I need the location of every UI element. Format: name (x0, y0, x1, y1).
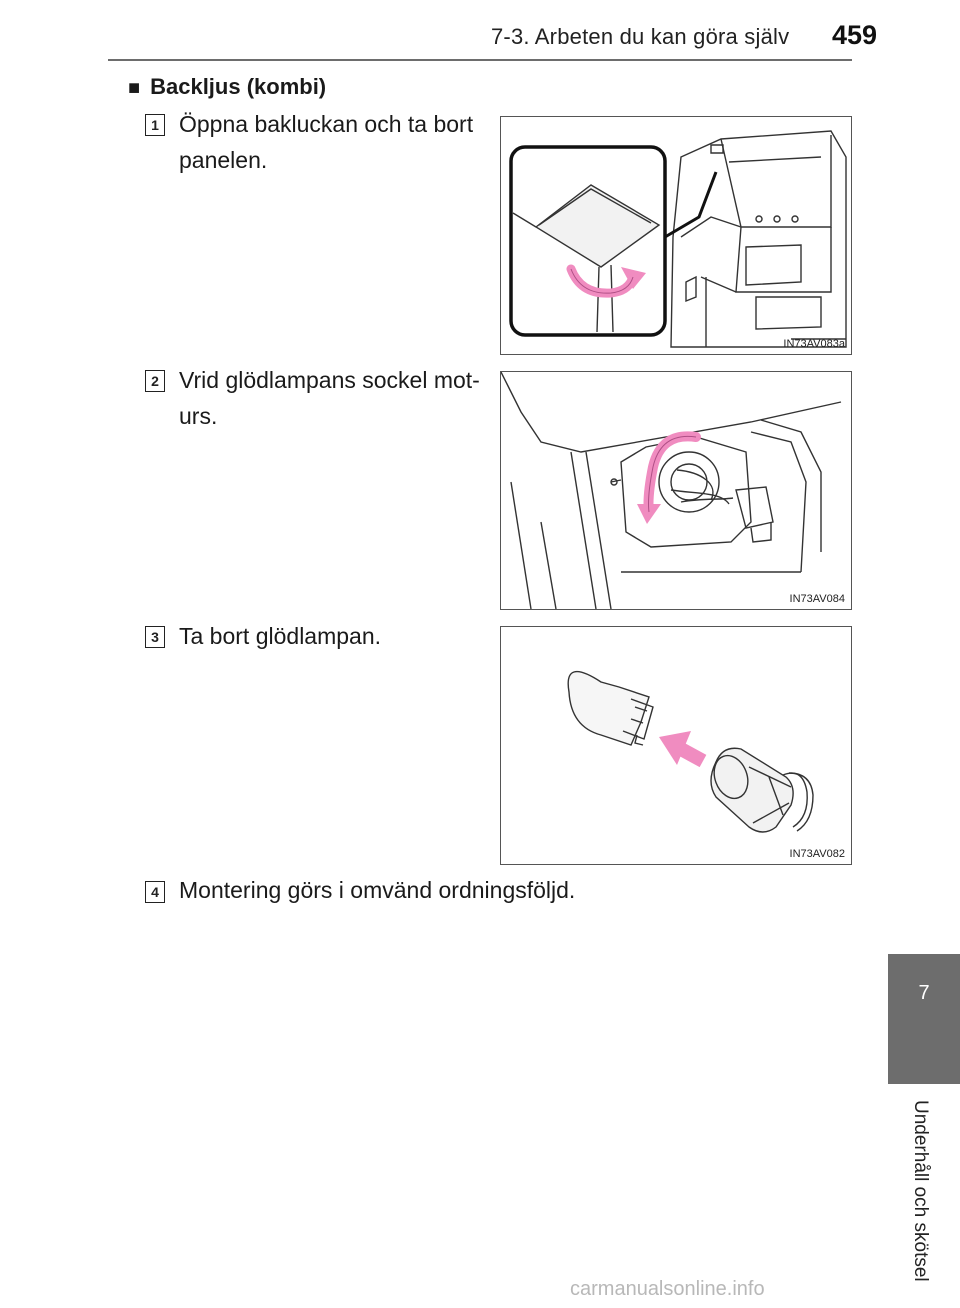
section-title: Backljus (kombi) (150, 74, 327, 99)
figure-turn-socket: IN73AV084 (500, 371, 852, 610)
header-divider (108, 59, 852, 61)
chapter-title: Underhåll och skötsel (910, 1100, 931, 1282)
chapter-tab: 7 (888, 954, 960, 1084)
socket-illustration (501, 372, 842, 609)
step-number-badge: 3 (145, 626, 165, 648)
step-text: Ta bort glödlampan. (179, 618, 381, 654)
step-number-badge: 1 (145, 114, 165, 136)
step-number-badge: 4 (145, 881, 165, 903)
step-line: panelen. (179, 147, 268, 173)
tailgate-illustration (509, 130, 847, 348)
step-number-badge: 2 (145, 370, 165, 392)
bulb-illustration (567, 670, 814, 833)
step-line: Vrid glödlampans sockel mot- (179, 367, 480, 393)
step-line: Ta bort glödlampan. (179, 623, 382, 649)
step-line: urs. (179, 403, 218, 429)
figure-code: IN73AV084 (789, 593, 845, 605)
chapter-title-vertical: Underhåll och skötsel (900, 1100, 940, 1300)
page-number: 459 (832, 20, 878, 50)
step-line: Montering görs i omvänd ordningsföljd. (179, 877, 576, 903)
figure-remove-bulb: IN73AV082 (500, 626, 852, 865)
step-text: Montering görs i omvänd ordningsföljd. (179, 872, 575, 908)
figure-open-tailgate: IN73AV083a (500, 116, 852, 355)
step-text: Vrid glödlampans sockel mot- urs. (179, 362, 480, 434)
watermark: carmanualsonline.info (570, 1278, 765, 1300)
square-bullet-icon: ■ (128, 77, 141, 99)
section-header: 7-3. Arbeten du kan göra själv (491, 24, 790, 49)
figure-code: IN73AV083a (783, 338, 845, 350)
figure-code: IN73AV082 (789, 848, 845, 860)
chapter-number: 7 (918, 982, 930, 1004)
step-line: Öppna bakluckan och ta bort (179, 111, 474, 137)
section-heading: ■ Backljus (kombi) (128, 74, 326, 100)
step-text: Öppna bakluckan och ta bort panelen. (179, 106, 473, 178)
